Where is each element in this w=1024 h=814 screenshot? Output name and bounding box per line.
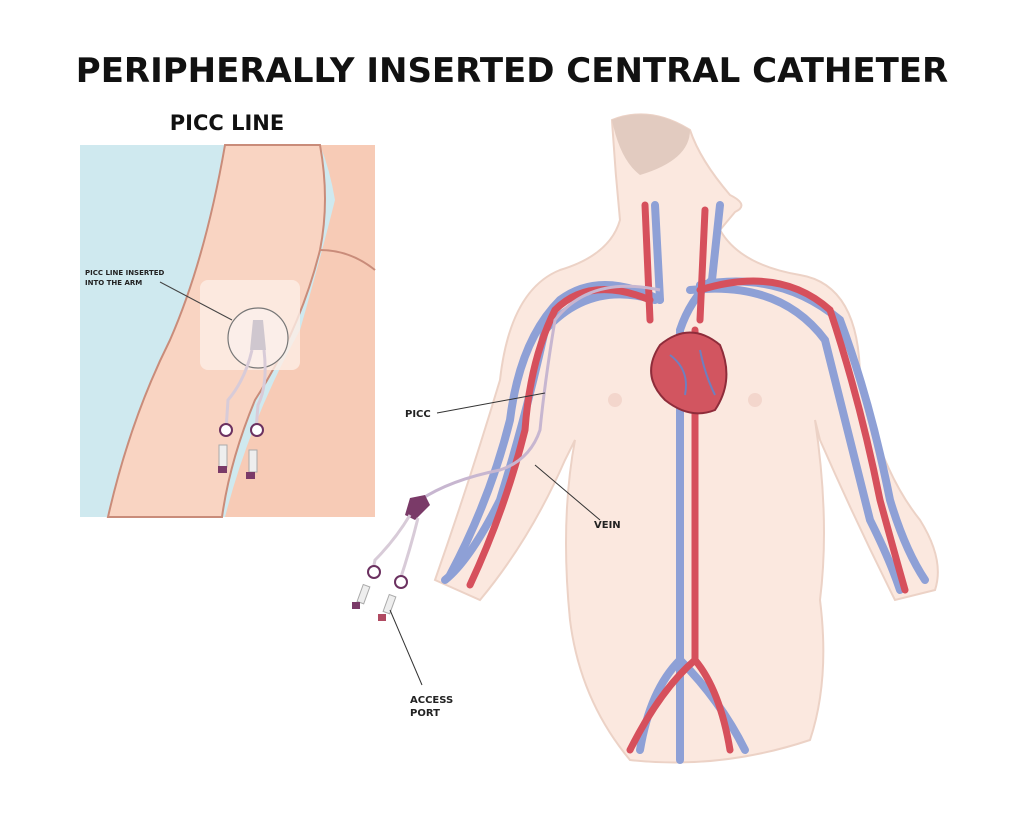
picc-leader-line: [436, 392, 546, 414]
access-port-label-line1: ACCESS: [410, 695, 453, 706]
torso-silhouette: [433, 113, 939, 764]
nipple-left: [608, 393, 622, 407]
inset-heading: PICC LINE: [170, 111, 284, 135]
inset-port: [248, 449, 258, 473]
vein-label: VEIN: [594, 520, 621, 531]
inset-catheter-lumens: [224, 349, 267, 431]
clamp: [367, 565, 381, 579]
port-cap: [378, 614, 386, 621]
heart: [650, 331, 728, 415]
catheter-lumens: [370, 514, 420, 581]
head-shadow: [612, 114, 690, 175]
diagram-title: PERIPHERALLY INSERTED CENTRAL CATHETER: [76, 51, 948, 91]
coronary-vessels: [669, 349, 716, 396]
body-figure: [352, 113, 939, 764]
clamp: [394, 575, 408, 589]
inset-panel: PICC LINE PICC LINE INSERTED INTO THE AR…: [80, 111, 376, 518]
inset-leader-line: [159, 281, 233, 321]
picc-label: PICC: [405, 409, 431, 420]
catheter-connector: [250, 320, 266, 350]
inset-clamp: [219, 423, 233, 437]
access-port: [356, 583, 371, 605]
inset-cap: [218, 466, 227, 473]
access-port-label-line2: PORT: [410, 708, 440, 719]
access-port: [382, 593, 397, 615]
nipple-right: [748, 393, 762, 407]
inset-port: [218, 444, 228, 468]
inset-clamp: [250, 423, 264, 437]
vein-leader-line: [534, 464, 601, 521]
port-cap: [352, 602, 360, 609]
inset-label-line2: INTO THE ARM: [85, 279, 142, 287]
inset-cap: [246, 472, 255, 479]
catheter-hub: [405, 495, 430, 520]
access-port-leader-line: [389, 609, 423, 686]
armpit-line: [319, 249, 376, 271]
picc-catheter: [419, 284, 661, 502]
veins: [441, 201, 929, 764]
inset-label-line1: PICC LINE INSERTED: [85, 269, 165, 277]
